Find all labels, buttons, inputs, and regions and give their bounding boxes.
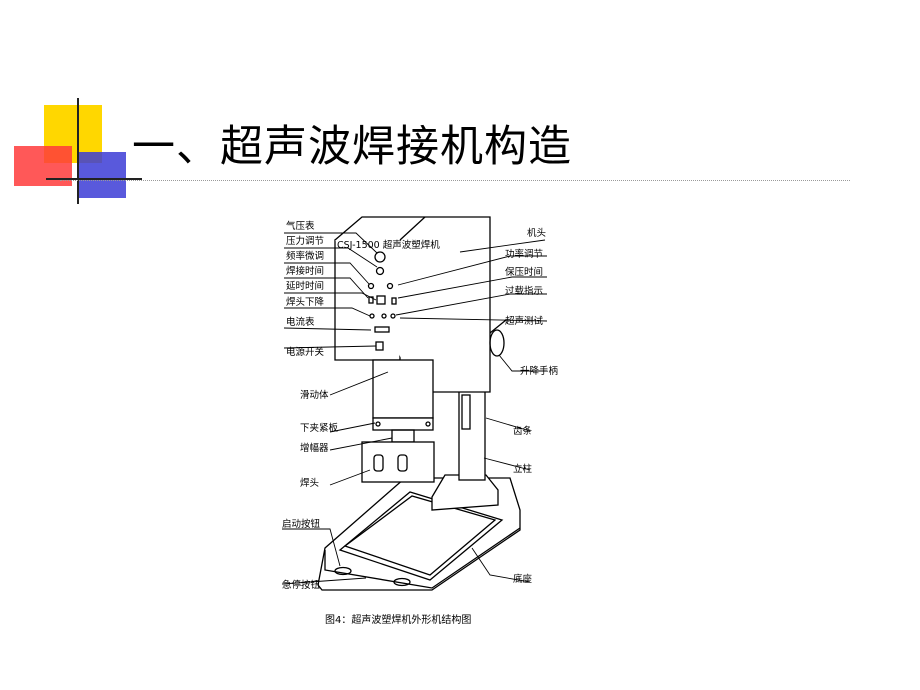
label-machine-head: 机头 <box>527 227 546 239</box>
label-weld-time: 焊接时间 <box>286 265 324 277</box>
label-overload-indicator: 过载指示 <box>505 285 543 297</box>
decor-blue-block <box>78 152 126 198</box>
label-rack: 齿条 <box>513 425 533 437</box>
figure-caption: 图4：超声波塑焊机外形机结构图 <box>325 615 472 626</box>
label-ammeter: 电流表 <box>286 316 315 328</box>
label-power-adjust: 功率调节 <box>505 248 543 260</box>
label-column: 立柱 <box>513 463 533 475</box>
svg-text:CSJ-1500 超声波塑焊机: CSJ-1500 超声波塑焊机 <box>337 239 440 251</box>
leader-lines <box>281 232 548 585</box>
label-slider: 滑动体 <box>300 389 329 401</box>
decor-vertical-line <box>77 98 79 204</box>
label-emergency-stop: 急停按钮 <box>282 579 321 591</box>
label-horn: 焊头 <box>300 477 319 489</box>
slide-title: 一、超声波焊接机构造 <box>132 122 572 172</box>
label-air-pressure-gauge: 气压表 <box>286 220 315 232</box>
title-divider <box>60 180 850 181</box>
label-power-switch: 电源开关 <box>286 346 325 358</box>
label-start-button: 启动按钮 <box>282 518 321 530</box>
label-booster: 增幅器 <box>300 442 329 454</box>
label-delay-time: 延时时间 <box>286 280 324 292</box>
welding-machine-diagram: CSJ-1500 超声波塑焊机 <box>281 216 558 591</box>
label-pressure-adjust: 压力调节 <box>286 235 324 247</box>
label-lower-clamp-plate: 下夹紧板 <box>300 422 339 434</box>
label-frequency-fine-tune: 频率微调 <box>286 250 324 262</box>
label-hold-time: 保压时间 <box>505 266 543 278</box>
label-base: 底座 <box>513 573 533 585</box>
label-lift-handle: 升降手柄 <box>520 365 558 377</box>
machine-drawing: CSJ-1500 超声波塑焊机 <box>317 216 521 591</box>
decor-horizontal-line <box>46 178 142 180</box>
label-ultrasonic-test: 超声测试 <box>505 315 544 327</box>
label-horn-descend: 焊头下降 <box>286 296 325 308</box>
